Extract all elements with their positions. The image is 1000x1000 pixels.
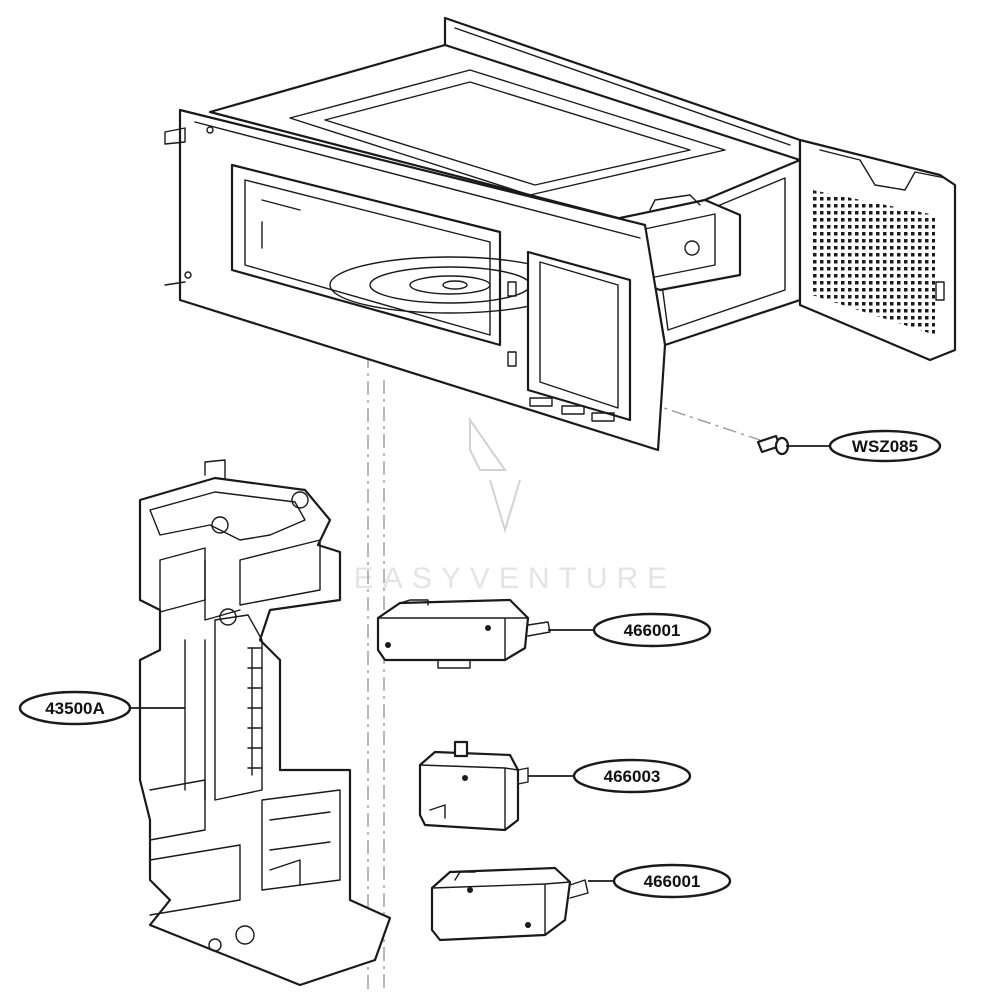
callout-label-43500a: 43500A — [45, 699, 105, 718]
callout-466003: 466003 — [528, 758, 692, 794]
watermark-text: EASYVENTURE — [354, 562, 676, 595]
watermark: EASYVENTURE — [354, 416, 676, 595]
vent-holes — [812, 190, 935, 335]
callout-label-466001-lower: 466001 — [644, 872, 701, 891]
callout-466001-lower: 466001 — [588, 863, 732, 899]
latch-teeth — [247, 647, 263, 776]
switch-466003 — [418, 740, 529, 832]
switch-466001-lower — [430, 866, 589, 942]
callout-label-wsz085: WSZ085 — [852, 437, 918, 456]
screw-part — [756, 434, 790, 456]
callout-label-466003: 466003 — [604, 767, 661, 786]
callout-wsz085: WSZ085 — [786, 429, 942, 463]
door-latch-board — [138, 459, 392, 987]
callout-466001-upper: 466001 — [548, 612, 712, 648]
switch-466001-upper — [376, 598, 551, 669]
microwave-cavity-assembly — [164, 16, 957, 452]
callout-label-466001-upper: 466001 — [624, 621, 681, 640]
callout-43500a: 43500A — [18, 690, 185, 726]
